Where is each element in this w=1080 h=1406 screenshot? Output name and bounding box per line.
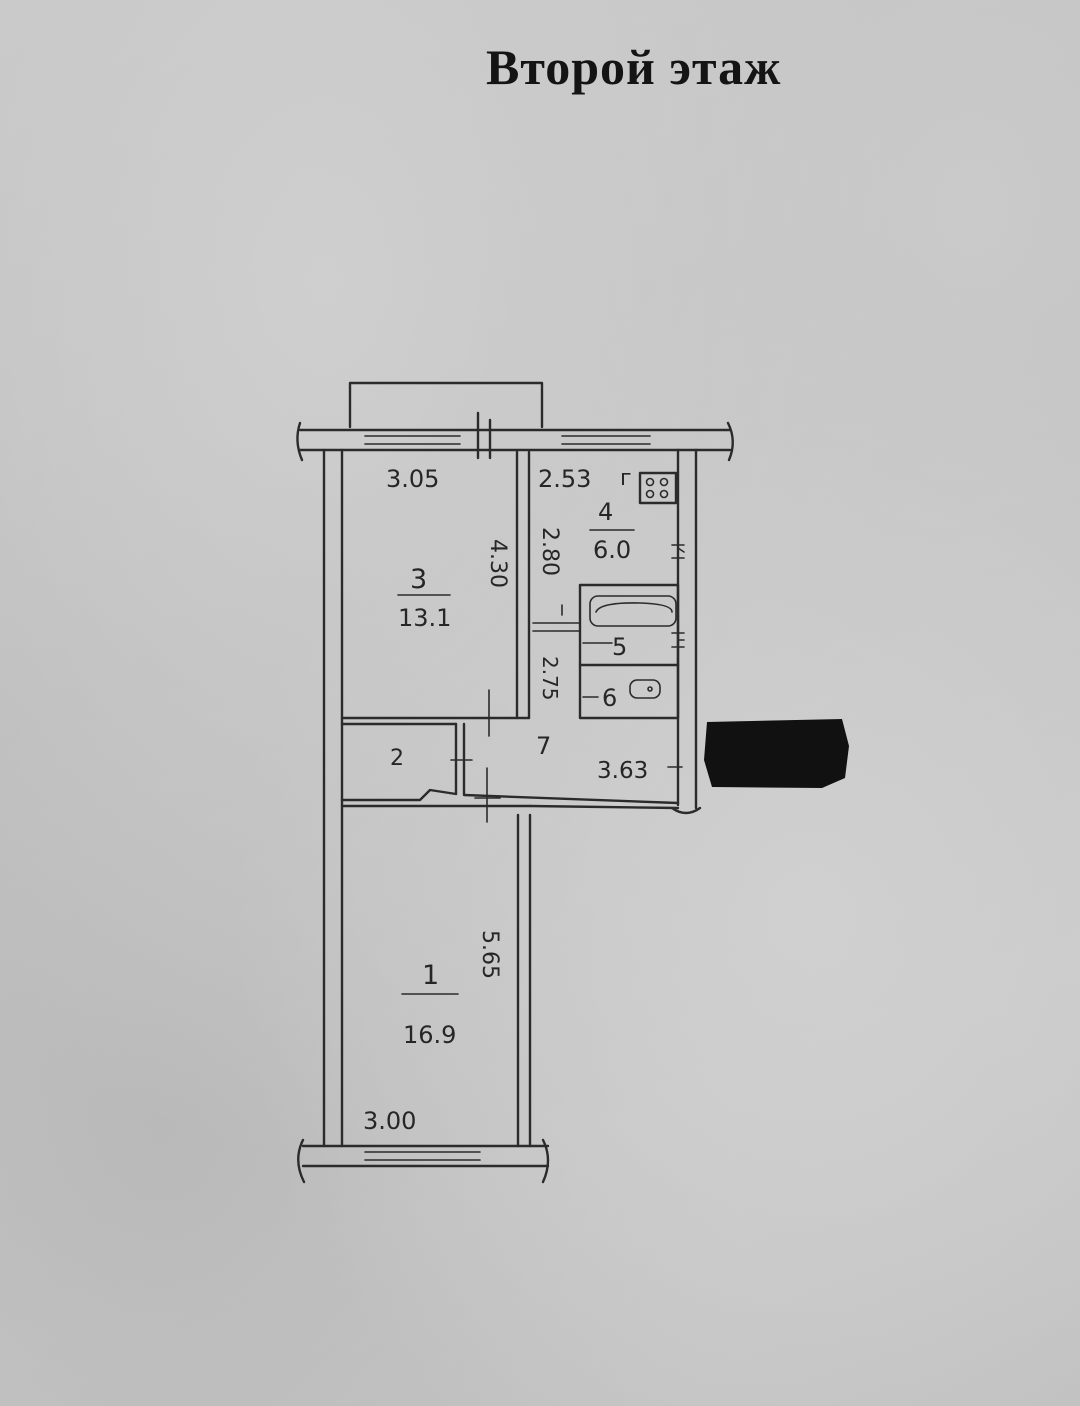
- room3-area: 13.1: [398, 604, 451, 632]
- stove-icon: [638, 471, 678, 505]
- dim-room3-length: 4.30: [485, 539, 510, 588]
- room1-number: 1: [422, 960, 439, 991]
- dim-bath-length: 2.75: [538, 656, 562, 701]
- right-outer-wall: [670, 448, 702, 815]
- dim-kitchen-width: 2.53: [538, 465, 591, 493]
- dim-hall-length: 3.63: [597, 758, 648, 784]
- room3-number: 3: [410, 564, 427, 595]
- wall-room3-corridor: [340, 716, 531, 726]
- dim-room1-width: 3.00: [363, 1107, 416, 1135]
- room1-area: 16.9: [403, 1021, 456, 1049]
- room7-number: 7: [536, 732, 551, 760]
- dim-kitchen-length: 2.80: [537, 527, 562, 576]
- bottom-facade-wall: [297, 1138, 550, 1184]
- dim-room1-length: 5.65: [477, 930, 502, 979]
- storage-partition: [450, 722, 473, 796]
- room2-number: 2: [390, 746, 404, 771]
- corridor-bottom-wall: [340, 767, 680, 823]
- wall-room3-kitchen: [488, 450, 531, 737]
- redaction-mark: [704, 719, 849, 788]
- kitchen-marker: г: [620, 466, 632, 491]
- top-facade-wall: [296, 411, 734, 462]
- bathroom-block: [532, 583, 680, 720]
- room4-number: 4: [598, 498, 613, 526]
- page-title: Второй этаж: [486, 39, 782, 95]
- left-outer-wall: [322, 448, 344, 1148]
- room5-number: 5: [612, 633, 627, 661]
- dim-room3-width: 3.05: [386, 465, 439, 493]
- balcony: [348, 381, 544, 429]
- room4-area: 6.0: [593, 536, 631, 564]
- room1-walls: [516, 813, 532, 1148]
- room6-number: 6: [602, 684, 617, 712]
